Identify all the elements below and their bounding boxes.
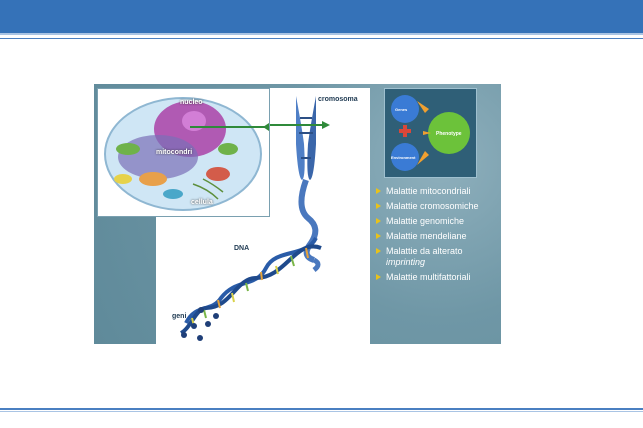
disease-list: Malattie mitocondriali Malattie cromosom… [375, 186, 500, 287]
chromosome-label: cromosoma [318, 96, 358, 103]
mitochondria-label: mitocondri [156, 149, 193, 156]
bullet-marker-icon [376, 188, 381, 194]
cell-illustration-box: nucleo mitocondri cellula [97, 88, 270, 217]
genes-node-label: Genes [395, 107, 408, 112]
bullet-marker-icon [376, 248, 381, 254]
phenotype-node-label: Phenotype [436, 131, 462, 137]
genes-label: geni [172, 313, 187, 320]
footer-divider-thin [0, 411, 643, 412]
phenotype-diagram-graphic [391, 95, 470, 171]
cell-label: cellula [191, 199, 213, 206]
header-divider [0, 38, 643, 39]
bullet-marker-icon [376, 218, 381, 224]
chromosome-dna-illustration [179, 96, 322, 341]
header-bar [0, 0, 643, 35]
nucleus-label: nucleo [180, 99, 203, 106]
list-item: Malattie mitocondriali [375, 186, 500, 197]
slide-image: cromosoma DNA geni nucleo mitocondri cel… [94, 84, 501, 344]
list-item: Malattie multifattoriali [375, 272, 500, 283]
bullet-marker-icon [376, 274, 381, 280]
environment-node-label: Environment [391, 155, 416, 160]
list-item: Malattie mendeliane [375, 231, 500, 242]
cell-illustration [104, 97, 269, 211]
bullet-marker-icon [376, 233, 381, 239]
list-item: Malattie genomiche [375, 216, 500, 227]
arrow-to-chromosome [270, 121, 330, 129]
bullet-marker-icon [376, 203, 381, 209]
list-item: Malattie cromosomiche [375, 201, 500, 212]
dna-label: DNA [234, 245, 250, 252]
phenotype-diagram: Genes Environment Phenotype [384, 88, 477, 178]
footer-divider [0, 408, 643, 410]
